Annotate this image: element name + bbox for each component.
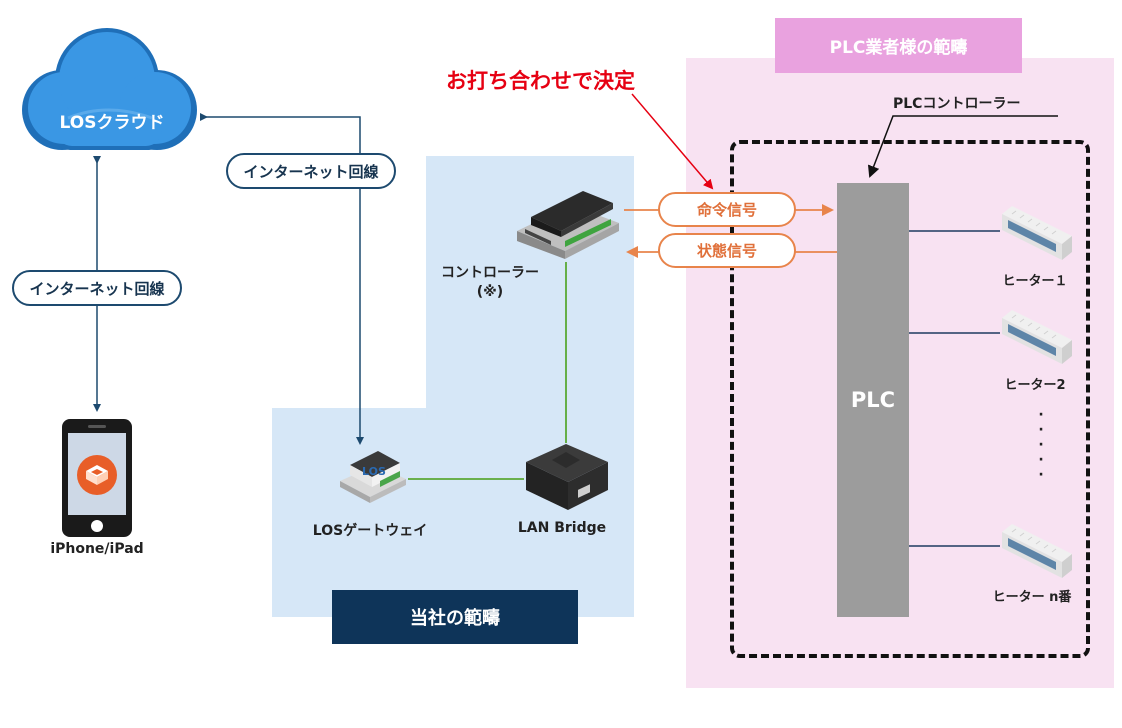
decision-note: お打ち合わせで決定 — [446, 69, 635, 93]
heater-n-icon — [1002, 524, 1072, 578]
phone-home-button — [91, 520, 103, 532]
phone-screen — [68, 433, 126, 515]
lan-bridge-device-icon — [526, 444, 608, 510]
internet-line-pill-upper: インターネット回線 — [226, 153, 396, 189]
heater-continuation-dots: ····· — [1038, 407, 1044, 483]
phone-speaker — [88, 425, 106, 428]
plc-unit: PLC — [837, 183, 909, 617]
lan-bridge-label: LAN Bridge — [517, 520, 607, 536]
plc-controller-boundary — [730, 140, 1090, 658]
plc-label: PLC — [850, 388, 896, 412]
heater-2-label: ヒーター2 — [1004, 378, 1066, 393]
heater-n-label: ヒーター n番 — [992, 590, 1072, 605]
controller-note: (※) — [476, 284, 504, 300]
phone-device — [62, 419, 132, 537]
plc-vendor-scope-title: PLC業者様の範疇 — [775, 18, 1022, 73]
heater-1-label: ヒーター１ — [1002, 274, 1068, 289]
cloud-gateway-line — [200, 113, 364, 445]
app-glyph-icon — [86, 465, 108, 485]
los-app-icon — [77, 455, 117, 495]
heater-1-icon — [1002, 206, 1072, 260]
cloud-icon — [22, 28, 197, 150]
gateway-device-text: LOS — [362, 465, 386, 478]
command-signal-pill: 命令信号 — [658, 192, 796, 227]
heater-2-icon — [1002, 310, 1072, 364]
status-signal-pill: 状態信号 — [658, 233, 796, 268]
gateway-device-icon: LOS — [340, 451, 406, 503]
plc-controller-pointer — [867, 115, 1058, 178]
controller-device-icon — [517, 191, 619, 259]
phone-label: iPhone/iPad — [50, 541, 144, 557]
internet-line-pill-left: インターネット回線 — [12, 270, 182, 306]
controller-label: コントローラー — [441, 265, 539, 281]
our-scope-title: 当社の範疇 — [332, 590, 578, 644]
cloud-label: LOSクラウド — [59, 113, 165, 133]
plc-controller-label: PLCコントローラー — [893, 96, 1021, 112]
gateway-label: LOSゲートウェイ — [312, 523, 428, 539]
decision-note-arrow — [631, 93, 714, 190]
